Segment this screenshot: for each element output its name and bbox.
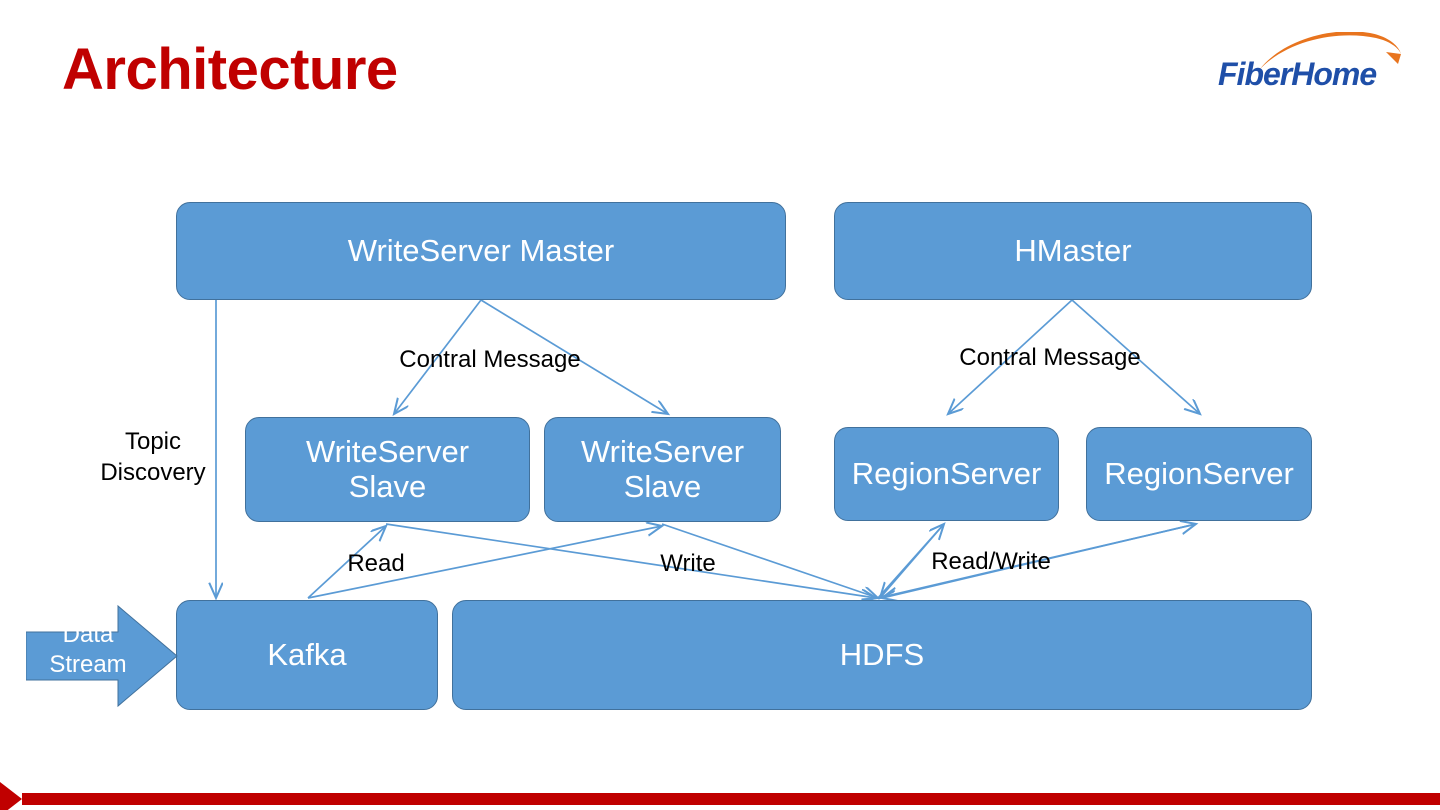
node-label: RegionServer	[851, 455, 1042, 491]
page-title: Architecture	[62, 37, 398, 102]
node-label: WriteServer Master	[347, 232, 615, 268]
node-label: RegionServer	[1104, 455, 1294, 491]
fiberhome-logo: FiberHome	[1218, 32, 1408, 98]
node-label: Data Stream	[49, 621, 127, 678]
edge-label-control-message-right: Contral Message	[959, 344, 1141, 371]
node-label: WriteServer Slave	[305, 433, 470, 504]
node-label: HDFS	[839, 636, 925, 672]
edge-label-read-write: Read/Write	[931, 548, 1051, 575]
accent-bar-arrow	[0, 782, 22, 810]
block-arrow-icon	[25, 604, 178, 708]
accent-bar	[22, 793, 1440, 805]
node-label: Kafka	[267, 636, 347, 672]
edge-label-control-message-left: Contral Message	[399, 346, 581, 373]
swoosh-icon	[1260, 32, 1401, 69]
node-writeserver-slave-1[interactable]: WriteServer Slave	[245, 417, 530, 522]
node-label: HMaster	[1014, 232, 1132, 268]
node-hdfs[interactable]: HDFS	[452, 600, 1312, 710]
node-writeserver-master[interactable]: WriteServer Master	[176, 202, 786, 300]
edge-label-write: Write	[660, 550, 716, 577]
edge-label-topic-discovery: Topic Discovery	[100, 428, 206, 487]
node-label: WriteServer Slave	[580, 433, 745, 504]
edge-slave1-to-hdfs	[385, 523, 876, 598]
node-hmaster[interactable]: HMaster	[834, 202, 1312, 300]
logo-wordmark: FiberHome	[1218, 56, 1377, 92]
node-kafka[interactable]: Kafka	[176, 600, 438, 710]
edge-label-read: Read	[347, 550, 405, 577]
node-regionserver-2[interactable]: RegionServer	[1086, 427, 1312, 521]
node-data-stream[interactable]: Data Stream	[25, 604, 178, 708]
node-regionserver-1[interactable]: RegionServer	[834, 427, 1059, 521]
node-writeserver-slave-2[interactable]: WriteServer Slave	[544, 417, 781, 522]
